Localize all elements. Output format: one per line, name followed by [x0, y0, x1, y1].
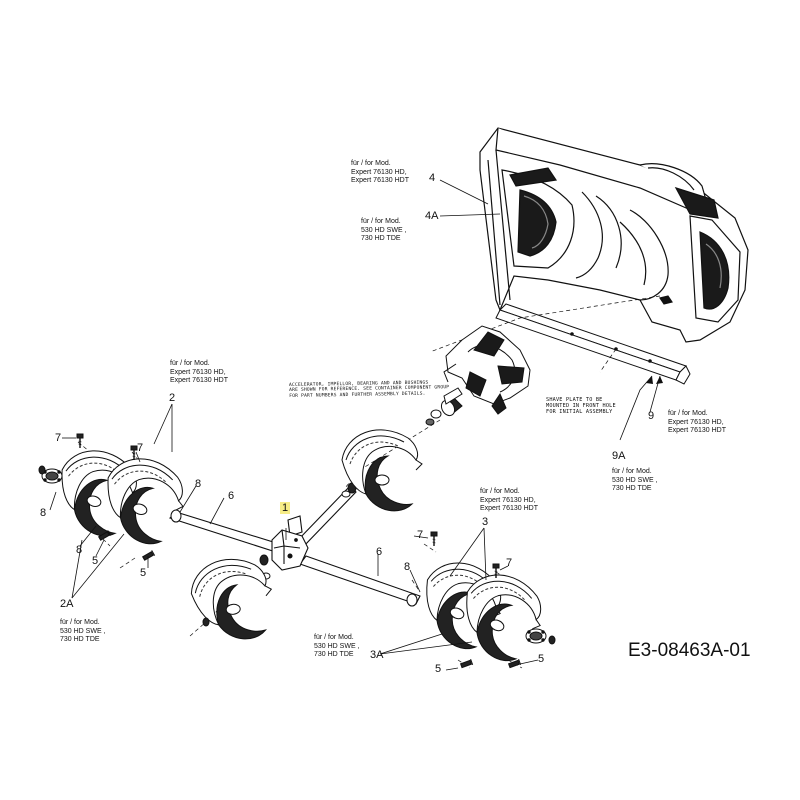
callout-7-left-b: 7: [137, 442, 144, 454]
callout-3: 3: [482, 516, 489, 528]
callout-8-left-a: 8: [195, 478, 202, 490]
callout-7-left-a: 7: [55, 432, 62, 444]
model-note-left-auger-expert: für / for Mod. Expert 76130 HD, Expert 7…: [170, 360, 228, 384]
callout-2a: 2A: [60, 598, 74, 610]
callout-6-right: 6: [376, 546, 383, 558]
callout-6-left: 6: [228, 490, 235, 502]
callout-5-right-a: 5: [538, 653, 545, 665]
callout-3a: 3A: [370, 649, 384, 661]
model-note-left-auger-hd: für / for Mod. 530 HD SWE , 730 HD TDE: [60, 619, 106, 643]
model-note-right-auger-expert: für / for Mod. Expert 76130 HD, Expert 7…: [480, 488, 538, 512]
callout-8-left-c: 8: [76, 544, 83, 556]
callout-5-right-b: 5: [435, 663, 442, 675]
model-note-shave-plate-expert: für / for Mod. Expert 76130 HD, Expert 7…: [668, 410, 726, 434]
callout-2: 2: [169, 392, 176, 404]
model-note-housing-hd: für / for Mod. 530 HD SWE , 730 HD TDE: [361, 218, 407, 242]
shave-plate-note: SHAVE PLATE TO BE MOUNTED IN FRONT HOLE …: [546, 397, 616, 415]
callout-1-highlight: 1: [280, 502, 291, 514]
callout-7-right-a: 7: [417, 529, 424, 541]
accelerator-note: ACCELERATOR, IMPELLOR, BEARING AND AND B…: [289, 380, 450, 399]
model-note-housing-expert: für / for Mod. Expert 76130 HD, Expert 7…: [351, 160, 409, 184]
callout-8-right: 8: [404, 561, 411, 573]
callout-9a: 9A: [612, 450, 626, 462]
callout-9: 9: [648, 410, 655, 422]
callout-7-right-b: 7: [506, 557, 513, 569]
model-note-shave-plate-hd: für / for Mod. 530 HD SWE , 730 HD TDE: [612, 468, 658, 492]
callout-5-left-a: 5: [92, 555, 99, 567]
callout-8-left-b: 8: [40, 507, 47, 519]
callout-4: 4: [429, 172, 436, 184]
callout-4a: 4A: [425, 210, 439, 222]
callout-5-left-b: 5: [140, 567, 147, 579]
model-note-right-auger-hd: für / for Mod. 530 HD SWE , 730 HD TDE: [314, 634, 360, 658]
callout-1: 1: [280, 502, 291, 514]
drawing-code: E3-08463A-01: [628, 640, 751, 661]
